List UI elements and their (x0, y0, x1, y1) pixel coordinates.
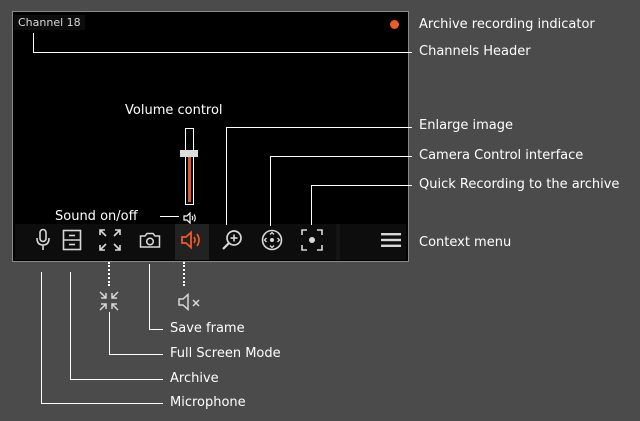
enlarge-image-label: Enlarge image (419, 118, 514, 133)
quick-recording-label: Quick Recording to the archive (419, 177, 620, 192)
camera-control-callout-line-h (270, 156, 412, 157)
fullscreen-button[interactable] (97, 224, 123, 260)
microphone-label: Microphone (170, 395, 246, 410)
archive-recording-indicator (390, 20, 399, 29)
context-menu-button[interactable] (378, 224, 404, 260)
speaker-small-icon (183, 209, 197, 228)
archive-indicator-label: Archive recording indicator (419, 17, 595, 32)
archive-label: Archive (170, 371, 219, 386)
fullscreen-callout-line (109, 312, 110, 354)
channel-header: Channel 18 (14, 15, 85, 30)
save-frame-callout-line (149, 264, 150, 329)
save-frame-callout-line-h (149, 329, 163, 330)
zoom-in-icon (221, 229, 243, 255)
ptz-icon (261, 229, 283, 255)
sound-on-off-label: Sound on/off (55, 209, 138, 224)
exit-fullscreen-icon (99, 291, 119, 315)
quick-record-callout-line-h (311, 185, 412, 186)
enlarge-image-button[interactable] (219, 224, 245, 260)
archive-button[interactable] (59, 224, 85, 260)
volume-control-label: Volume control (125, 103, 223, 118)
fullscreen-callout-line-h (109, 354, 163, 355)
sound-callout-line (160, 216, 179, 217)
speaker-muted-icon (177, 292, 203, 316)
archive-icon (62, 229, 82, 255)
speaker-icon (180, 230, 204, 254)
volume-slider-handle[interactable] (180, 150, 198, 157)
context-menu-label: Context menu (419, 235, 512, 250)
microphone-icon (34, 228, 52, 256)
sound-state-connector (183, 262, 185, 286)
full-screen-label: Full Screen Mode (170, 346, 281, 361)
fullscreen-state-connector (108, 262, 110, 286)
camera-icon (139, 231, 161, 253)
camera-control-button[interactable] (259, 224, 285, 260)
enlarge-callout-line (226, 127, 227, 225)
save-frame-label: Save frame (170, 321, 245, 336)
microphone-button[interactable] (30, 224, 56, 260)
save-frame-button[interactable] (137, 224, 163, 260)
volume-slider-fill (188, 154, 191, 202)
channels-header-callout-line (33, 33, 34, 52)
hamburger-icon (380, 231, 402, 253)
camera-viewer: Channel 18 Volume control Sound on/off (12, 11, 409, 262)
enlarge-callout-line-h (226, 127, 412, 128)
fullscreen-icon (99, 229, 121, 255)
record-focus-icon (301, 229, 323, 255)
channels-header-label: Channels Header (419, 44, 531, 59)
quick-record-callout-line (311, 185, 312, 225)
microphone-callout-line-h (41, 403, 163, 404)
microphone-callout-line (41, 272, 42, 403)
camera-toolbar (15, 224, 406, 260)
sound-toggle-button[interactable] (175, 224, 209, 260)
camera-control-label: Camera Control interface (419, 148, 584, 163)
channels-header-callout-line-h (33, 52, 412, 53)
volume-slider[interactable] (185, 128, 194, 205)
quick-record-button[interactable] (299, 224, 325, 260)
archive-callout-line-h (70, 379, 163, 380)
archive-callout-line (70, 272, 71, 379)
toolbar-divider (336, 224, 340, 260)
camera-control-callout-line (270, 156, 271, 226)
